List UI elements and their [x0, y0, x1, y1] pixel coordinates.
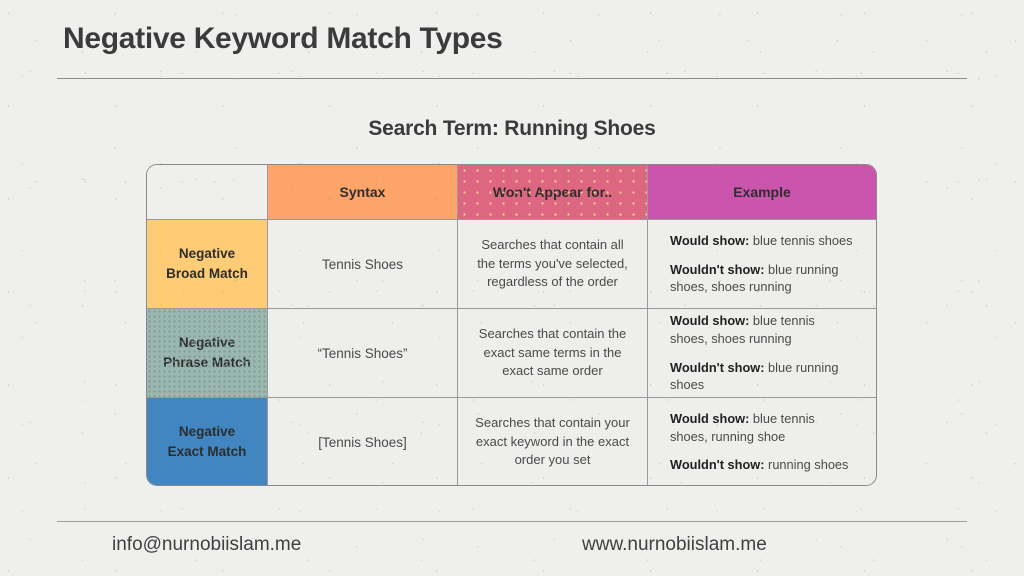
row-label-negative-broad-match: Negative Broad Match	[147, 220, 268, 308]
cell-wont-appear: Searches that contain your exact keyword…	[458, 398, 648, 485]
header-cell-syntax: Syntax	[268, 165, 458, 219]
wouldnt-show-value: blue running shoes	[670, 359, 839, 393]
wont-appear-value: Searches that contain all the terms you'…	[477, 237, 628, 290]
row-label-content: Negative Broad Match	[147, 220, 267, 308]
wouldnt-show-value: blue running shoes, shoes running	[670, 261, 839, 295]
syntax-value: Tennis Shoes	[321, 256, 404, 272]
row-label-negative-exact-match: Negative Exact Match	[147, 398, 268, 485]
would-show-label: Would show:	[670, 411, 750, 427]
header-example-label: Example	[733, 184, 791, 200]
wouldnt-show-label: Wouldn't show:	[670, 359, 765, 375]
wouldnt-show-label: Wouldn't show:	[670, 457, 765, 473]
example-wouldnt-show: Wouldn't show: blue running shoes	[670, 359, 854, 394]
wouldnt-show-value: running shoes	[764, 457, 849, 473]
cell-syntax: Tennis Shoes	[268, 220, 458, 308]
match-types-table: Syntax Won't Appear for.. Example Negati…	[146, 164, 877, 486]
header-cell-example: Example	[648, 165, 876, 219]
footer-divider	[57, 521, 967, 522]
header-blank-label	[147, 165, 267, 219]
row-label-content: Negative Exact Match	[147, 398, 267, 485]
example-would-show: Would show: blue tennis shoes, running s…	[670, 410, 854, 445]
syntax-value: “Tennis Shoes”	[317, 345, 408, 361]
example-wouldnt-show: Wouldn't show: running shoes	[670, 456, 854, 474]
cell-example: Would show: blue tennis shoes, shoes run…	[648, 309, 876, 397]
page-title: Negative Keyword Match Types	[63, 22, 503, 55]
would-show-label: Would show:	[670, 313, 750, 329]
header-cell-wont-appear: Won't Appear for..	[458, 165, 648, 219]
row-label-negative-phrase-match: Negative Phrase Match	[147, 309, 268, 397]
example-would-show: Would show: blue tennis shoes, shoes run…	[670, 312, 854, 347]
example-content: Would show: blue tennis shoes, shoes run…	[648, 309, 876, 397]
wont-appear-value: Searches that contain your exact keyword…	[475, 415, 630, 468]
footer-website: www.nurnobiislam.me	[582, 534, 767, 555]
example-content: Would show: blue tennis shoes, running s…	[648, 398, 876, 485]
row-label-line2: Broad Match	[166, 266, 248, 281]
header-cell-blank	[147, 165, 268, 219]
cell-wont-appear: Searches that contain all the terms you'…	[458, 220, 648, 308]
title-divider	[57, 78, 967, 79]
row-label-line1: Negative	[178, 246, 236, 262]
would-show-value: blue tennis shoes	[749, 233, 853, 249]
row-label-line2: Phrase Match	[163, 355, 251, 370]
example-content: Would show: blue tennis shoes Wouldn't s…	[648, 220, 876, 308]
cell-wont-appear: Searches that contain the exact same ter…	[458, 309, 648, 397]
row-label-content: Negative Phrase Match	[147, 309, 267, 397]
header-wont-appear-label: Won't Appear for..	[492, 184, 613, 200]
cell-example: Would show: blue tennis shoes, running s…	[648, 398, 876, 485]
table-row: Negative Broad Match Tennis Shoes Search…	[147, 219, 876, 308]
table-row: Negative Phrase Match “Tennis Shoes” Sea…	[147, 308, 876, 397]
header-syntax-label: Syntax	[339, 184, 386, 200]
example-would-show: Would show: blue tennis shoes	[670, 232, 854, 250]
wouldnt-show-label: Wouldn't show:	[670, 261, 765, 277]
cell-syntax: “Tennis Shoes”	[268, 309, 458, 397]
wont-appear-value: Searches that contain the exact same ter…	[478, 326, 627, 379]
row-label-line2: Exact Match	[167, 444, 247, 459]
cell-example: Would show: blue tennis shoes Wouldn't s…	[648, 220, 876, 308]
syntax-value: [Tennis Shoes]	[318, 434, 407, 450]
row-label-line1: Negative	[178, 424, 236, 440]
table-row: Negative Exact Match [Tennis Shoes] Sear…	[147, 397, 876, 485]
row-label-line1: Negative	[178, 335, 236, 351]
would-show-label: Would show:	[670, 233, 750, 249]
footer-email: info@nurnobiislam.me	[112, 534, 302, 555]
would-show-value: blue tennis shoes, running shoe	[670, 411, 815, 444]
cell-syntax: [Tennis Shoes]	[268, 398, 458, 485]
would-show-value: blue tennis shoes, shoes running	[670, 313, 815, 346]
search-term-subtitle: Search Term: Running Shoes	[368, 117, 656, 140]
table-header-row: Syntax Won't Appear for.. Example	[147, 165, 876, 219]
example-wouldnt-show: Wouldn't show: blue running shoes, shoes…	[670, 261, 854, 296]
